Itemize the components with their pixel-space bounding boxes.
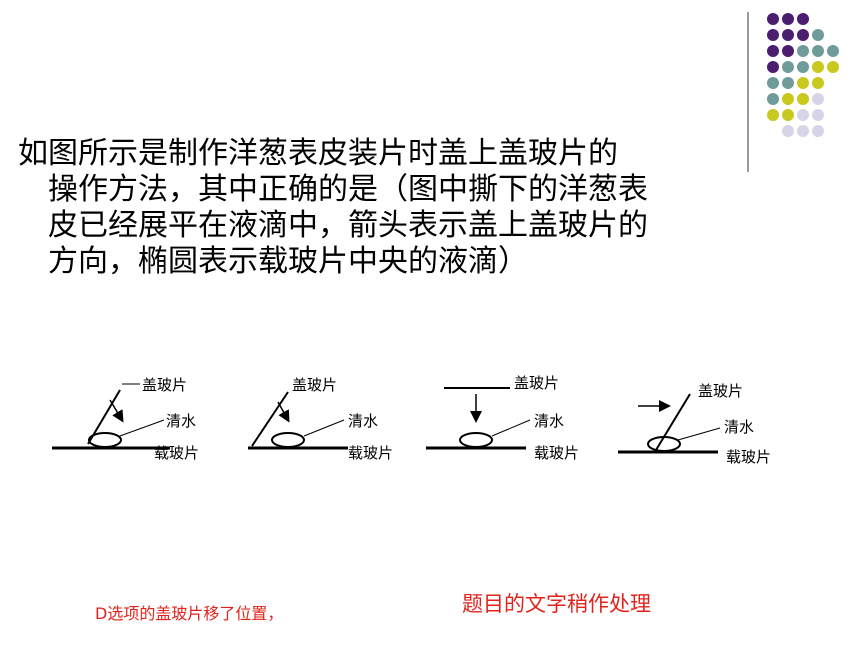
water-drop bbox=[459, 432, 493, 448]
diagram-option-b: 盖玻片 清水 载玻片 bbox=[248, 376, 393, 462]
water-drop bbox=[88, 432, 122, 448]
cover-slip-diagrams: 盖玻片 清水 载玻片 盖玻片 清水 载玻片 盖玻片 清水 载玻片 bbox=[50, 362, 790, 477]
dot-row-4 bbox=[767, 61, 839, 73]
direction-arrow bbox=[109, 399, 124, 423]
question-line-2: 操作方法，其中正确的是（图中撕下的洋葱表 bbox=[48, 172, 648, 207]
label-slide: 载玻片 bbox=[154, 444, 199, 462]
label-cover-slip: 盖玻片 bbox=[292, 376, 337, 394]
cover-slip bbox=[655, 393, 691, 451]
label-water: 清水 bbox=[534, 412, 564, 430]
label-cover-slip: 盖玻片 bbox=[142, 376, 187, 394]
label-water: 清水 bbox=[166, 412, 196, 430]
label-cover-slip: 盖玻片 bbox=[514, 374, 559, 392]
cover-slip bbox=[251, 391, 289, 447]
diagram-option-d: 盖玻片 清水 载玻片 bbox=[618, 382, 771, 466]
diagram-option-c: 盖玻片 清水 载玻片 bbox=[426, 374, 579, 462]
leader-line bbox=[677, 427, 721, 441]
leader-line bbox=[491, 419, 531, 437]
decorative-vertical-line bbox=[747, 12, 749, 172]
cover-slip bbox=[87, 389, 121, 445]
dot-row-5 bbox=[767, 77, 824, 89]
question-text: 如图所示是制作洋葱表皮装片时盖上盖玻片的 操作方法，其中正确的是（图中撕下的洋葱… bbox=[18, 136, 818, 280]
diagram-option-a: 盖玻片 清水 载玻片 bbox=[52, 376, 199, 462]
water-drop bbox=[271, 432, 305, 448]
label-slide: 载玻片 bbox=[534, 444, 579, 462]
label-slide: 载玻片 bbox=[348, 444, 393, 462]
dot-row-6 bbox=[767, 93, 824, 105]
question-line-3: 皮已经展平在液滴中，箭头表示盖上盖玻片的 bbox=[48, 208, 648, 243]
note-text-edit: 题目的文字稍作处理 bbox=[462, 592, 651, 616]
dot-row-2 bbox=[767, 29, 824, 41]
dot-row-7 bbox=[767, 109, 824, 121]
dot-row-3 bbox=[767, 45, 839, 57]
leader-line bbox=[303, 419, 345, 437]
question-line-4: 方向，椭圆表示载玻片中央的液滴） bbox=[48, 244, 528, 279]
question-line-1: 如图所示是制作洋葱表皮装片时盖上盖玻片的 bbox=[18, 136, 618, 171]
label-slide: 载玻片 bbox=[726, 448, 771, 466]
diagram-svg: 盖玻片 清水 载玻片 盖玻片 清水 载玻片 盖玻片 清水 载玻片 bbox=[52, 374, 771, 466]
decorative-dot-grid bbox=[767, 13, 839, 137]
leader-line bbox=[119, 419, 165, 437]
water-drop bbox=[647, 436, 681, 452]
dot-row-1 bbox=[767, 13, 809, 25]
label-cover-slip: 盖玻片 bbox=[698, 382, 743, 400]
label-water: 清水 bbox=[724, 418, 754, 436]
label-water: 清水 bbox=[348, 412, 378, 430]
note-option-d: D选项的盖玻片移了位置， bbox=[95, 604, 284, 623]
direction-arrow bbox=[277, 401, 290, 423]
